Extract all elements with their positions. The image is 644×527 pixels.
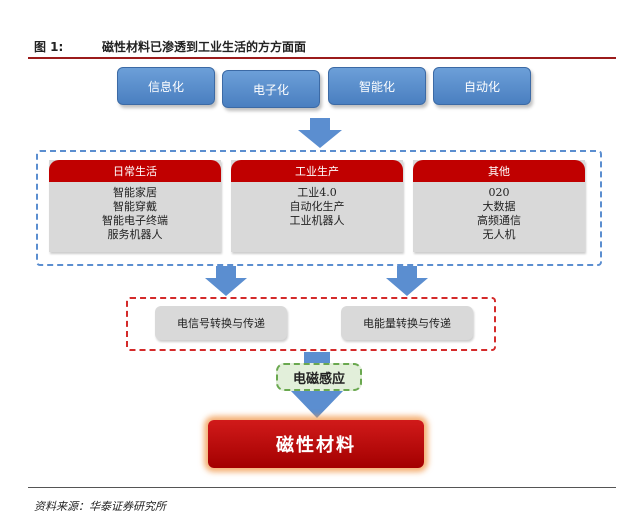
process-energy-conversion: 电能量转换与传递 (341, 306, 473, 340)
node-electronization: 电子化 (222, 70, 320, 108)
figure-number: 图 1: (34, 40, 64, 54)
category-item: 高频通信 (477, 214, 521, 227)
category-item: 工业机器人 (289, 214, 345, 227)
category-item: 大数据 (482, 200, 516, 213)
category-item: 智能家居 (113, 186, 157, 199)
electromagnetic-induction-label: 电磁感应 (276, 363, 362, 391)
magnetic-materials-box: 磁性材料 (208, 420, 424, 468)
category-item: 无人机 (482, 228, 516, 241)
category-item: 020 (488, 186, 510, 199)
category-other: 其他 020 大数据 高频通信 无人机 (413, 160, 585, 252)
down-arrow-icon (386, 266, 428, 296)
node-informatization: 信息化 (117, 67, 215, 105)
category-item: 自动化生产 (289, 200, 345, 213)
category-title: 其他 (413, 160, 585, 182)
down-arrow-icon (298, 118, 342, 148)
category-title: 日常生活 (49, 160, 221, 182)
header-rule (28, 57, 616, 59)
figure-caption: 磁性材料已渗透到工业生活的方方面面 (102, 40, 307, 54)
node-intelligentization: 智能化 (328, 67, 426, 105)
category-industrial-production: 工业生产 工业4.0 自动化生产 工业机器人 (231, 160, 403, 252)
process-signal-conversion: 电信号转换与传递 (155, 306, 287, 340)
category-item: 智能穿戴 (113, 200, 157, 213)
source-note: 资料来源：华泰证券研究所 (34, 500, 166, 513)
footer-rule (28, 487, 616, 488)
down-arrow-icon (205, 266, 247, 296)
category-item: 服务机器人 (107, 228, 163, 241)
category-title: 工业生产 (231, 160, 403, 182)
node-automation: 自动化 (433, 67, 531, 105)
energy-conversion-group (126, 297, 496, 351)
category-item: 工业4.0 (297, 186, 337, 199)
category-daily-life: 日常生活 智能家居 智能穿戴 智能电子终端 服务机器人 (49, 160, 221, 252)
category-item: 智能电子终端 (102, 214, 168, 227)
application-domains-group (36, 150, 602, 266)
